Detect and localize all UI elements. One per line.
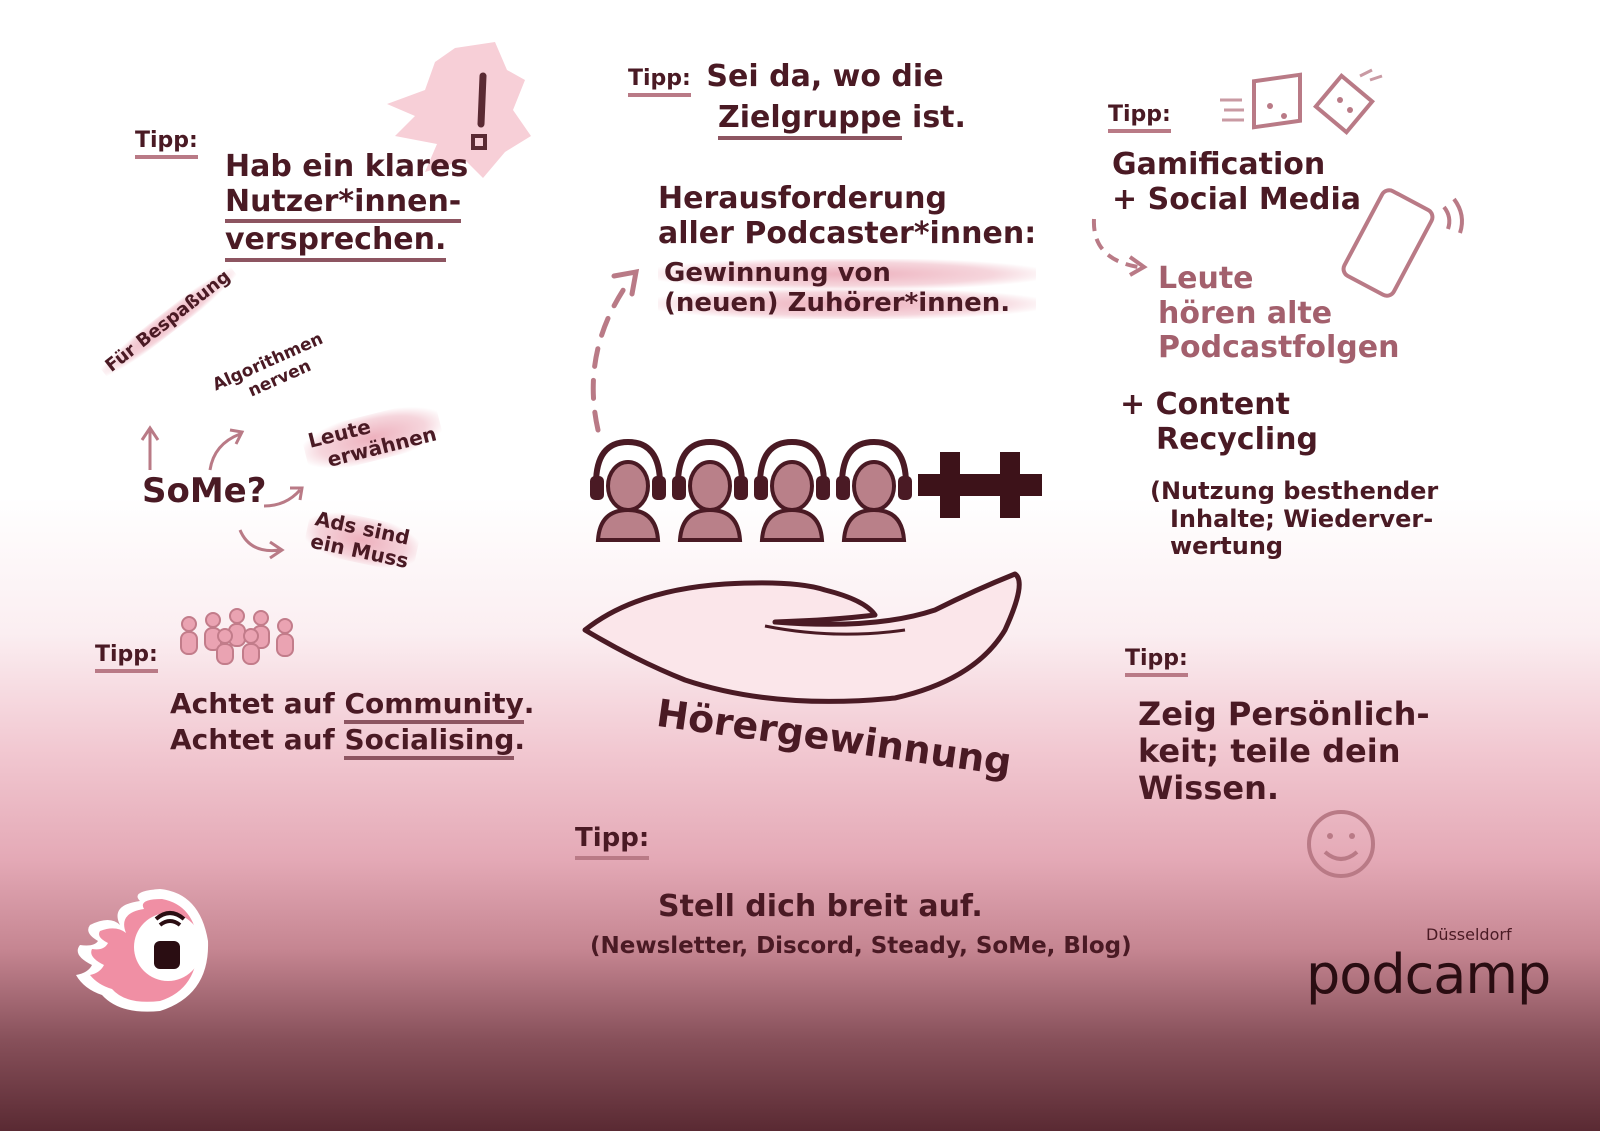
open-hand-icon (582, 571, 1022, 704)
dashed-arrow-up-icon (590, 268, 640, 433)
tip-personality-text: Zeig Persönlich- keit; teile dein Wissen… (1138, 695, 1430, 807)
tip-community: Tipp: (95, 642, 158, 674)
some-arrows-icon (140, 425, 304, 560)
dashed-arrow-right-icon (1091, 218, 1148, 277)
dice-icon (1220, 68, 1383, 135)
podcamp-logo: Düsseldorf podcamp (1306, 925, 1551, 1006)
some-fun: Für Bespaßung (97, 263, 240, 381)
podcamp-flame-logo-icon (76, 889, 209, 1012)
some-people: Leute erwähnen (300, 398, 445, 477)
tip-user-promise-text: Hab ein klares Nutzer*innen- versprechen… (225, 149, 468, 262)
crowd-icon (180, 608, 294, 665)
content-recycling-detail: (Nutzung besthender Inhalte; Wiederver- … (1150, 477, 1439, 561)
exclamation-splash-icon (387, 42, 531, 178)
smartphone-icon (1341, 188, 1464, 298)
some-algorithms: Algorithmen nerven (209, 328, 327, 402)
tip-community-text: Achtet auf Community. Achtet auf Sociali… (170, 687, 534, 761)
some-ads: Ads sind ein Muss (302, 506, 422, 575)
recycle-listeners: Leute hören alte Podcastfolgen (1158, 261, 1400, 365)
tip-gamification: Tipp: (1108, 102, 1171, 134)
challenge-text: Herausforderung aller Podcaster*innen: G… (658, 181, 1037, 319)
logo-name: podcamp (1306, 943, 1551, 1006)
tip-label: Tipp: (135, 128, 198, 160)
tip-target-group: Tipp: Sei da, wo die Zielgruppe ist. (628, 59, 966, 140)
tip-broad-text: Stell dich breit auf. (Newsletter, Disco… (590, 889, 1132, 959)
tip-broad: Tipp: (575, 823, 650, 860)
tip-gamification-text: Gamification + Social Media (1112, 147, 1362, 217)
some-center: SoMe? (142, 471, 267, 511)
logo-city: Düsseldorf (1426, 925, 1512, 944)
smiley-icon (1307, 810, 1375, 878)
tip-personality: Tipp: (1125, 646, 1188, 678)
content-recycling: + Content Recycling (1120, 387, 1318, 457)
listeners-with-headphones-icon (590, 438, 1042, 556)
tip-user-promise: Tipp: (135, 128, 198, 160)
